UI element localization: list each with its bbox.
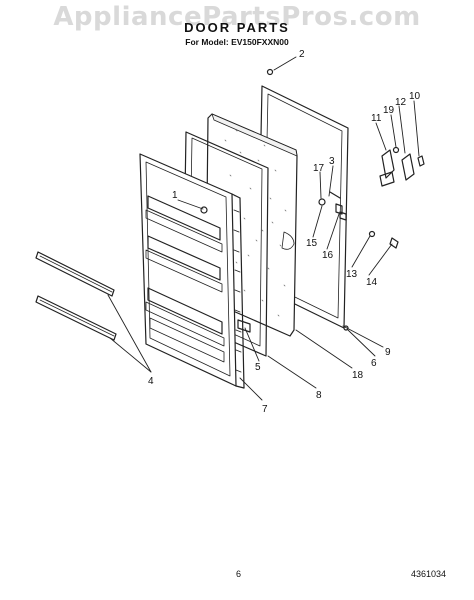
callout-19: 19 bbox=[383, 105, 395, 116]
callout-7: 7 bbox=[262, 404, 268, 415]
callout-16: 16 bbox=[322, 250, 334, 261]
model-subtitle: For Model: EV150FXXN00 bbox=[185, 37, 289, 47]
callout-3: 3 bbox=[329, 156, 335, 167]
callout-18: 18 bbox=[352, 370, 364, 381]
callout-4: 4 bbox=[148, 376, 154, 387]
hinge-hardware bbox=[200, 68, 425, 333]
inner-door-liner bbox=[139, 153, 245, 389]
callout-8: 8 bbox=[316, 390, 322, 401]
leader-lines bbox=[107, 56, 420, 401]
callout-14: 14 bbox=[366, 277, 378, 288]
callout-2: 2 bbox=[299, 49, 305, 60]
callout-17: 17 bbox=[313, 163, 325, 174]
document-number: 4361034 bbox=[411, 569, 447, 579]
callout-5: 5 bbox=[255, 362, 261, 373]
callout-1: 1 bbox=[172, 190, 178, 201]
page-title: DOOR PARTS bbox=[184, 20, 290, 35]
callout-10: 10 bbox=[409, 91, 421, 102]
callout-6: 6 bbox=[371, 358, 377, 369]
door-shelf-bars bbox=[35, 251, 117, 341]
watermark: AppliancePartsPros.com bbox=[53, 2, 421, 32]
callout-9: 9 bbox=[385, 347, 391, 358]
callout-labels: 1 2 3 4 5 6 7 8 9 10 11 12 13 14 15 16 1… bbox=[148, 49, 421, 415]
page-number: 6 bbox=[236, 569, 242, 579]
callout-13: 13 bbox=[346, 269, 358, 280]
callout-12: 12 bbox=[395, 97, 407, 108]
callout-11: 11 bbox=[371, 113, 382, 124]
callout-15: 15 bbox=[306, 238, 318, 249]
